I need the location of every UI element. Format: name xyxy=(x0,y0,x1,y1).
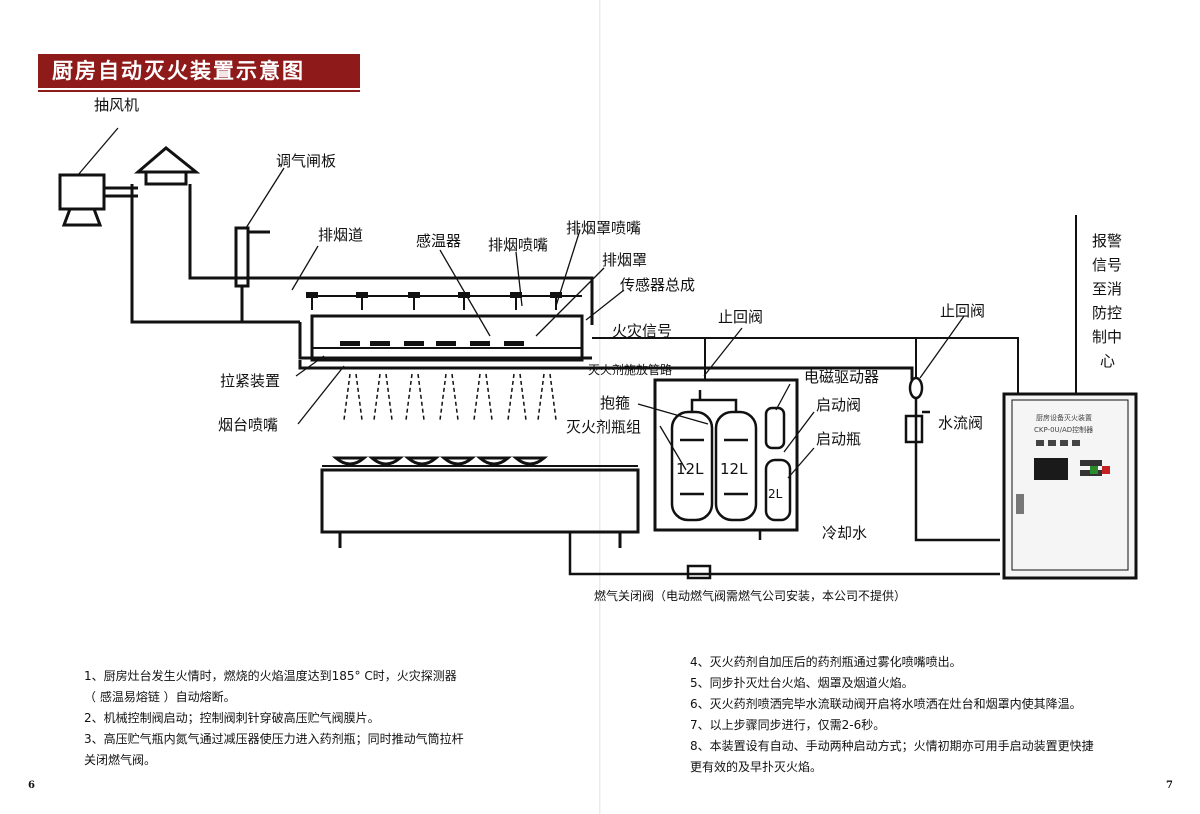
label-tension: 拉紧装置 xyxy=(220,372,280,390)
svg-text:制中: 制中 xyxy=(1092,328,1122,346)
duct-nozzle xyxy=(458,292,470,310)
leader-lines xyxy=(77,127,965,479)
duct-nozzle xyxy=(510,292,522,310)
label-hood: 排烟罩 xyxy=(602,251,647,269)
label-duct-nozzle: 排烟喷嘴 xyxy=(488,236,548,254)
svg-text:报警: 报警 xyxy=(1092,232,1122,250)
chimney-cap xyxy=(133,146,201,186)
label-check-valve-1: 止回阀 xyxy=(718,308,763,326)
label-fan: 抽风机 xyxy=(94,96,139,114)
water-flow-valve xyxy=(904,376,930,500)
svg-text:信号: 信号 xyxy=(1092,256,1122,274)
note-line: 1、厨房灶台发生火情时，燃烧的火焰温度达到185° C时，火灾探测器 xyxy=(84,669,457,683)
label-bottle-12l-a: 12L xyxy=(676,460,704,478)
label-water-valve: 水流阀 xyxy=(938,414,983,432)
label-check-valve-2: 止回阀 xyxy=(940,302,985,320)
note-line: 更有效的及早扑灭火焰。 xyxy=(690,760,823,774)
duct-nozzle xyxy=(408,292,420,310)
stove-spray xyxy=(343,373,557,421)
label-cooling-water: 冷却水 xyxy=(822,524,867,542)
note-line: （ 感温易熔链 ）自动熔断。 xyxy=(84,690,236,704)
panel-title: 厨房设备灭火装置 xyxy=(1036,413,1092,422)
label-fire-signal: 火灾信号 xyxy=(612,322,672,340)
notes-right: 4、灭火药剂自加压后的药剂瓶通过雾化喷嘴喷出。 5、同步扑灭灶台火焰、烟罩及烟道… xyxy=(690,652,1094,778)
note-line: 关闭燃气阀。 xyxy=(84,753,157,767)
label-duct: 排烟道 xyxy=(318,226,363,244)
diagram-title: 厨房自动灭火装置示意图 xyxy=(38,54,360,92)
label-pipeline: 灭火剂施放管路 xyxy=(588,362,672,377)
exhaust-fan xyxy=(58,173,138,227)
chimney-riser xyxy=(130,184,244,324)
svg-text:至消: 至消 xyxy=(1092,280,1122,298)
range-hood xyxy=(310,314,584,362)
label-start-valve: 启动阀 xyxy=(816,396,861,414)
note-line: 5、同步扑灭灶台火焰、烟罩及烟道火焰。 xyxy=(690,676,914,690)
label-sensor-assembly: 传感器总成 xyxy=(620,276,695,294)
notes-left: 1、厨房灶台发生火情时，燃烧的火焰温度达到185° C时，火灾探测器 （ 感温易… xyxy=(84,666,464,771)
system-diagram: 抽风机 调气闸板 排烟道 感温器 排烟喷嘴 排烟罩喷嘴 排烟罩 传感器总成 火灾… xyxy=(58,96,1138,603)
label-hood-nozzle: 排烟罩喷嘴 xyxy=(566,219,641,237)
svg-text:防控: 防控 xyxy=(1092,304,1122,322)
note-line: 7、以上步骤同步进行，仅需2-6秒。 xyxy=(690,718,886,732)
page-number-right: 7 xyxy=(1166,780,1173,791)
gas-shutoff-valve xyxy=(686,564,712,580)
bottle-cabinet xyxy=(653,378,799,532)
label-solenoid: 电磁驱动器 xyxy=(804,368,879,386)
duct-nozzle xyxy=(356,292,368,310)
note-line: 2、机械控制阀启动；控制阀刺针穿破高压贮气阀膜片。 xyxy=(84,711,380,725)
note-line: 3、高压贮气瓶内氮气通过减压器使压力进入药剂瓶；同时推动气筒拉杆 xyxy=(84,732,464,746)
svg-text:心: 心 xyxy=(1100,352,1115,370)
chimney-riser-inner xyxy=(188,184,242,280)
label-clamp: 抱箍 xyxy=(600,394,630,412)
agent-pipeline xyxy=(298,360,914,380)
label-agent-group: 灭火剂瓶组 xyxy=(566,418,641,436)
page-number-left: 6 xyxy=(28,780,35,791)
note-line: 6、灭火药剂喷洒完毕水流联动阀开启将水喷洒在灶台和烟罩内使其降温。 xyxy=(690,697,1082,711)
panel-model: CKP-0U/AD控制器 xyxy=(1034,425,1093,434)
damper xyxy=(234,226,270,288)
agent-bottles xyxy=(670,390,792,522)
label-gas-valve: 燃气关闭阀（电动燃气阀需燃气公司安装，本公司不提供） xyxy=(594,588,906,603)
control-panel xyxy=(1002,392,1138,580)
stove xyxy=(320,456,640,548)
label-bottle-12l-b: 12L xyxy=(720,460,748,478)
label-stove-nozzle: 烟台喷嘴 xyxy=(218,416,278,434)
label-alarm-signal: 报警 信号 至消 防控 制中 心 xyxy=(1092,232,1122,370)
page-fold xyxy=(599,0,601,814)
exhaust-duct-top xyxy=(242,276,594,325)
label-damper: 调气闸板 xyxy=(276,152,336,170)
label-sensor: 感温器 xyxy=(416,232,461,250)
gas-line xyxy=(568,532,1000,576)
sensors xyxy=(340,341,524,346)
label-start-bottle: 启动瓶 xyxy=(816,430,861,448)
duct-nozzle xyxy=(550,292,562,310)
cooling-water-line xyxy=(914,500,1000,542)
duct-nozzle xyxy=(306,292,318,310)
note-line: 8、本装置设有自动、手动两种启动方式；火情初期亦可用手启动装置更快捷 xyxy=(690,739,1094,753)
label-bottle-2l: 2L xyxy=(768,487,783,501)
note-line: 4、灭火药剂自加压后的药剂瓶通过雾化喷嘴喷出。 xyxy=(690,655,962,669)
